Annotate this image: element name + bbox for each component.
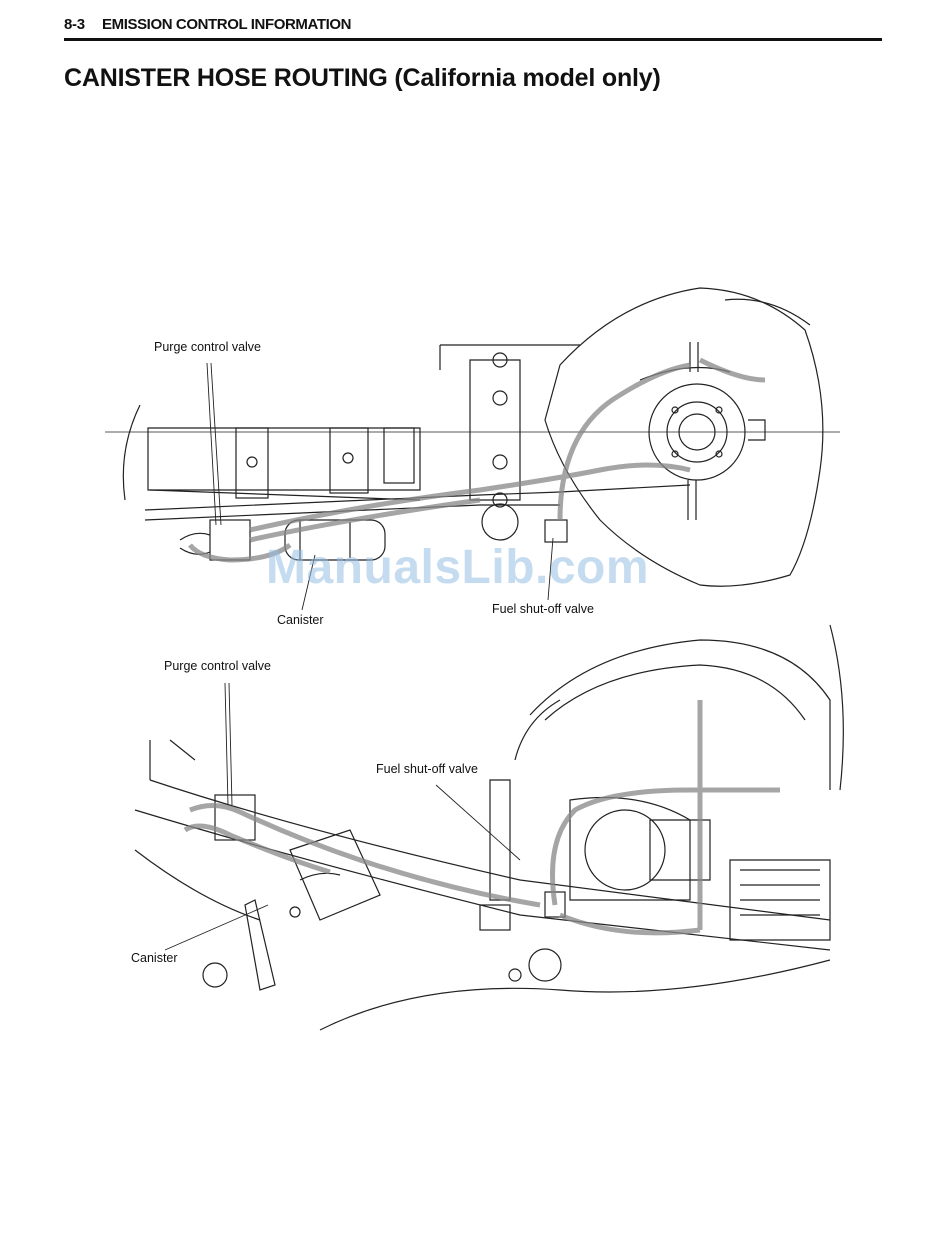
bottom-purge-label: Purge control valve <box>164 659 271 673</box>
bottom-fuel-label: Fuel shut-off valve <box>376 762 478 776</box>
watermark: ManualsLib.com <box>266 540 649 595</box>
bottom-canister-label: Canister <box>131 951 178 965</box>
